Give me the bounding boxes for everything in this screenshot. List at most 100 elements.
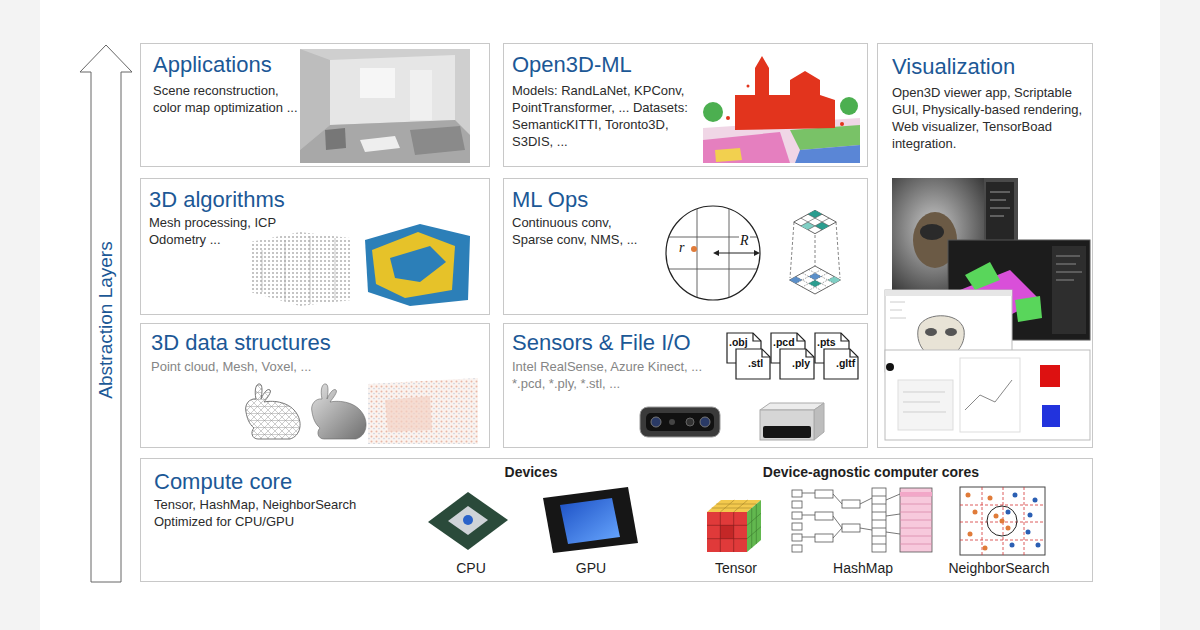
viewer-screenshots-part [945,328,957,336]
room-render-part [300,49,470,163]
registration-figure-part [365,224,470,306]
hashmap-figure-part [815,490,833,498]
hashmap-figure [792,488,932,552]
layer-box: ML OpsContinuous conv, Sparse conv, NMS,… [503,178,868,315]
text-slot: NeighborSearch [929,560,1069,577]
layer-title: 3D algorithms [149,187,285,212]
neighbor-search-figure-part [966,493,1011,551]
neighbor-search-figure-part-part [968,532,973,537]
room-render-part [360,68,395,98]
label-slot: .gltf [836,357,855,369]
layer-box: Open3D-ML Models: RandLaNet, KPConv, Poin… [503,43,868,167]
depth-cameras-part [700,417,710,427]
viewer-screenshots-part [960,358,1020,432]
layer-text: HashMap [813,560,913,577]
text-slot: Continuous conv, Sparse conv, NMS, ... [512,215,652,249]
text-slot: Visualization [892,54,1015,79]
layer-text: Devices [481,464,581,481]
viewer-screenshots-part [925,328,937,336]
text-slot: 3D algorithms [149,187,285,212]
layer-text: Models: RandLaNet, KPConv, PointTransfor… [512,83,697,151]
depth-cameras-part [640,407,720,437]
text-slot: Sensors & File I/O [512,330,691,355]
device-chips-part [448,506,488,535]
viewer-screenshots-part [1052,246,1086,334]
layer-title: 3D data structures [151,330,331,355]
file-icons-part [841,333,849,341]
sparse-conv-figure-part-part [808,210,822,218]
layer-box: 3D algorithmsMesh processing, ICP Odomet… [140,178,490,315]
layer-box: 3D data structuresPoint cloud, Mesh, Vox… [140,323,490,448]
sparse-conv-figure-part-part [794,210,836,233]
label-slot: .ply [792,357,810,369]
tensor-cube-part [747,504,761,548]
layer-text: Point cloud, Mesh, Voxel, ... [151,359,401,376]
room-render-part [410,70,432,120]
layer-text: Tensor [686,560,786,577]
segmented-point-cloud-part [735,56,835,130]
hashmap-figure-part [900,492,932,496]
depth-cameras-part [760,403,824,410]
layer-arrow-part [80,45,132,582]
label-slot: .stl [748,357,763,369]
neighbor-search-figure-part [960,487,1045,555]
hashmap-figure-part [792,545,802,552]
viewer-screenshots-part [1056,256,1082,280]
room-render-part [360,136,400,152]
segmented-point-cloud-part [747,85,750,88]
axis-label: Abstraction Layers [95,230,117,410]
hashmap-figure-part [792,490,802,497]
segmented-point-cloud-part [703,49,860,163]
room-render-part [325,128,346,150]
text-slot: Open3D viewer app, Scriptable GUI, Physi… [892,85,1084,153]
neighbor-search-figure-part-part [1010,543,1015,548]
neighbor-search-figure [960,487,1045,555]
neighbor-search-figure-part-part [1033,498,1038,503]
registration-figure [250,224,470,306]
text-slot: 3D data structures [151,330,331,355]
sparse-conv-figure-part-part [809,273,822,280]
depth-cameras-part [814,403,824,440]
text-slot: Open3D-ML [512,52,632,77]
hashmap-figure-part [815,534,833,542]
file-icons-part [753,333,761,341]
tensor-cube [707,500,761,552]
segmented-point-cloud-part [715,148,742,162]
neighbor-search-figure-part-part [1006,510,1011,515]
file-icons [727,333,858,379]
file-extension: .stl [748,357,763,369]
hashmap-figure-part [842,524,860,532]
hashmap-figure-part [792,512,802,519]
layer-box: Sensors & File I/OIntel RealSense, Azure… [503,323,868,448]
depth-cameras-part [760,410,814,440]
file-extension: .obj [729,336,748,348]
room-render-part [300,120,470,163]
neighbor-search-figure-part-part [1026,530,1031,535]
neighbor-search-figure-part-part [973,510,978,515]
sparse-conv-figure-part-part [794,210,836,233]
depth-cameras-part [646,413,714,431]
depth-cameras-part [651,417,661,427]
sparse-conv-figure-part-part [828,276,841,283]
label-slot: r [678,240,685,256]
text-slot: Scene reconstruction, color map optimiza… [153,83,305,117]
depth-cameras-part [763,426,811,438]
neighbor-search-figure-part-part [966,493,971,498]
viewer-screenshots-part [1042,405,1060,427]
sparse-conv-figure-part-part [809,280,822,287]
tensor-cube-part [712,500,757,512]
hashmap-figure-part [802,493,872,538]
neighbor-search-figure-part [960,487,1045,555]
page-ground [40,0,1160,630]
hashmap-figure-part [900,488,932,552]
hashmap-figure-part [842,500,860,508]
sparse-conv-figure-part-part [790,276,803,283]
layer-box: Compute coreTensor, HashMap, NeighborSea… [140,458,1093,582]
hashmap-figure-part [872,496,886,544]
text-slot: Device-agnostic computer cores [721,464,1021,481]
file-icons-part [780,349,814,379]
viewer-screenshots-part [890,302,906,318]
file-extension: .pcd [773,336,795,348]
layer-text: Scene reconstruction, color map optimiza… [153,83,305,117]
